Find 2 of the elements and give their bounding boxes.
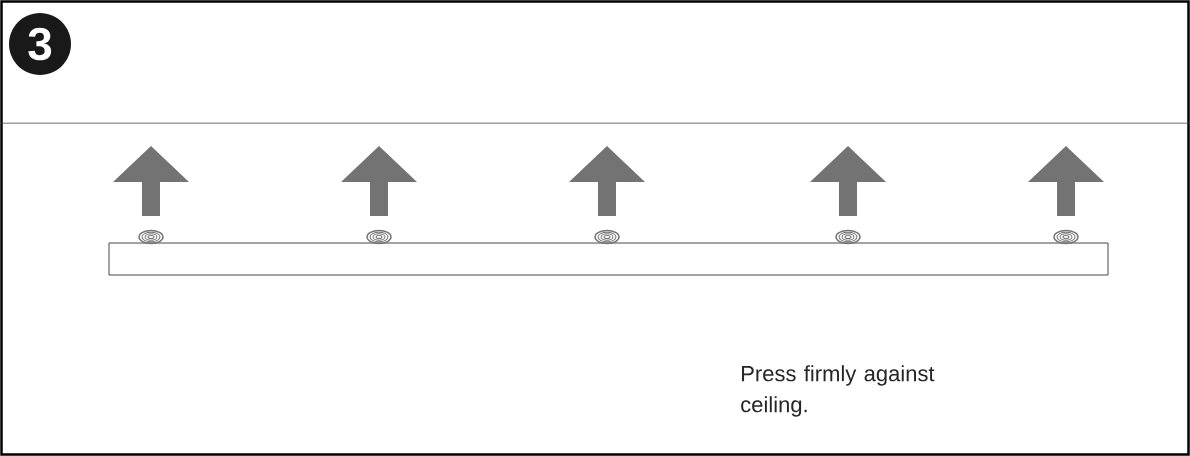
instruction-text: Press firmly against ceiling. bbox=[741, 365, 935, 417]
step-number-badge: 3 bbox=[9, 13, 71, 75]
